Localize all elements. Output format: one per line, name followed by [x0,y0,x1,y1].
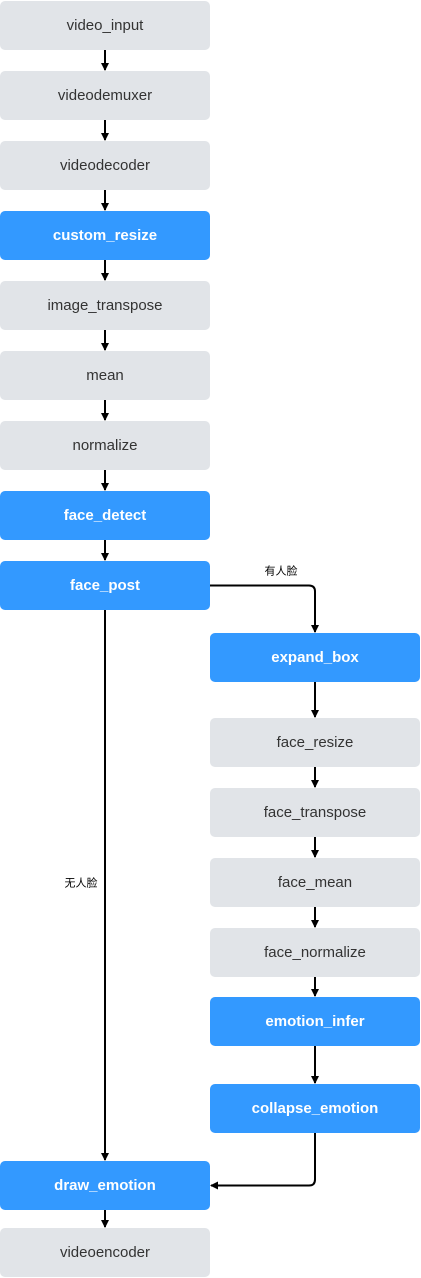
node-expand-box: expand_box [210,633,420,682]
node-label: face_detect [64,507,147,524]
node-label: videodemuxer [58,87,152,104]
node-mean: mean [0,351,210,400]
node-videodecoder: videodecoder [0,141,210,190]
node-box [0,1,210,50]
node-label: custom_resize [53,227,157,244]
node-video-input: video_input [0,1,210,50]
node-box [210,997,420,1046]
node-label: face_resize [277,734,354,751]
edges-layer [101,50,319,1228]
node-label: expand_box [271,649,359,666]
node-emotion-infer: emotion_infer [210,997,420,1046]
node-box [0,281,210,330]
node-box [210,718,420,767]
edge-collapse-emotion-to-draw-emotion [210,1133,316,1190]
node-box [0,1228,210,1277]
node-label: draw_emotion [54,1177,156,1194]
node-box [210,928,420,977]
node-label: face_normalize [264,944,366,961]
edge-label-background [63,875,99,891]
node-normalize: normalize [0,421,210,470]
node-label: face_post [70,577,140,594]
node-box [210,1084,420,1133]
node-box [0,351,210,400]
edge-label: 有人脸 [265,564,298,578]
node-label: collapse_emotion [252,1100,379,1117]
node-face-detect: face_detect [0,491,210,540]
node-box [0,1161,210,1210]
node-box [0,71,210,120]
node-custom-resize: custom_resize [0,211,210,260]
node-box [0,491,210,540]
edge-label-background [263,563,299,579]
node-face-mean: face_mean [210,858,420,907]
node-label: face_transpose [264,804,367,821]
node-label: face_mean [278,874,352,891]
node-videoencoder: videoencoder [0,1228,210,1277]
node-box [0,421,210,470]
node-box [0,211,210,260]
node-label: videodecoder [60,157,150,174]
node-collapse-emotion: collapse_emotion [210,1084,420,1133]
node-face-resize: face_resize [210,718,420,767]
node-image-transpose: image_transpose [0,281,210,330]
node-label: video_input [67,17,145,34]
node-face-transpose: face_transpose [210,788,420,837]
edge-face-post-to-expand-box [210,584,319,633]
node-box [0,141,210,190]
node-videodemuxer: videodemuxer [0,71,210,120]
node-label: mean [86,367,124,384]
node-box [210,788,420,837]
node-label: normalize [72,437,137,454]
node-draw-emotion: draw_emotion [0,1161,210,1210]
node-box [0,561,210,610]
node-label: videoencoder [60,1244,150,1261]
node-label: emotion_infer [265,1013,364,1030]
node-face-post: face_post [0,561,210,610]
node-label: image_transpose [47,297,162,314]
node-face-normalize: face_normalize [210,928,420,977]
node-box [210,633,420,682]
edge-label: 无人脸 [65,876,98,890]
node-box [210,858,420,907]
